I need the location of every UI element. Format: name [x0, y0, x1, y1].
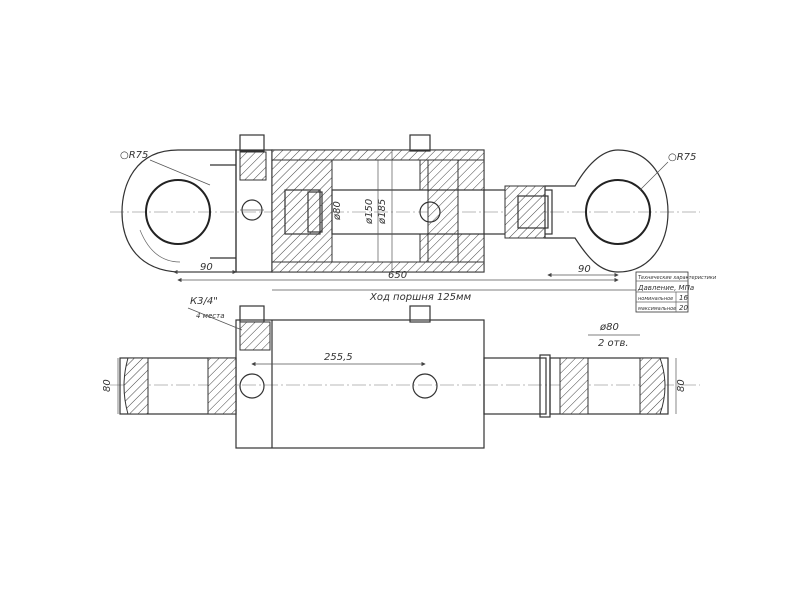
hole-d80: ø80 — [599, 322, 619, 333]
spec-table: Технические характеристики Давление, МПа… — [635, 271, 717, 313]
right-rod-eye — [544, 149, 669, 273]
spec-pressure-label: Давление, МПа — [637, 284, 694, 292]
port-count: 4 места — [196, 312, 224, 320]
dim-d185: ø185 — [377, 199, 388, 225]
dim-80-right: 80 — [676, 379, 687, 392]
spec-row-label: максимальное — [638, 306, 676, 312]
rod-guide — [419, 159, 485, 263]
radius-right: ○R75 — [668, 152, 696, 163]
dim-650: 650 — [388, 270, 407, 281]
spec-row-label: номинальное — [638, 296, 673, 302]
port-thread: К3/4" — [190, 296, 218, 307]
dim-80-left: 80 — [102, 379, 113, 392]
spec-row-value: 20 — [679, 304, 688, 312]
dim-90-right: 90 — [578, 264, 591, 275]
piston-rod — [331, 185, 553, 239]
left-rod-eye — [121, 149, 237, 273]
stroke-label: Ход поршня 125мм — [369, 292, 472, 303]
left-end-cap — [235, 134, 273, 273]
piston — [271, 159, 333, 263]
dim-90-left: 90 — [200, 262, 213, 273]
hole-count: 2 отв. — [598, 338, 629, 349]
top-dimensions: 90 90 650 Ход поршня 125мм ○R75 ○R75 ø80… — [120, 150, 696, 303]
radius-left: ○R75 — [120, 150, 148, 161]
bottom-side-view: 255,5 80 80 ø80 2 отв. К3/4" 4 места — [102, 296, 700, 449]
dim-255: 255,5 — [324, 352, 353, 363]
cylinder-tube — [271, 134, 485, 273]
spec-row-value: 16 — [679, 294, 688, 302]
spec-title: Технические характеристики — [638, 275, 717, 281]
top-section-view: 90 90 650 Ход поршня 125мм ○R75 ○R75 ø80… — [110, 134, 700, 303]
dim-d150: ø150 — [364, 199, 375, 225]
dim-d80: ø80 — [332, 201, 343, 221]
